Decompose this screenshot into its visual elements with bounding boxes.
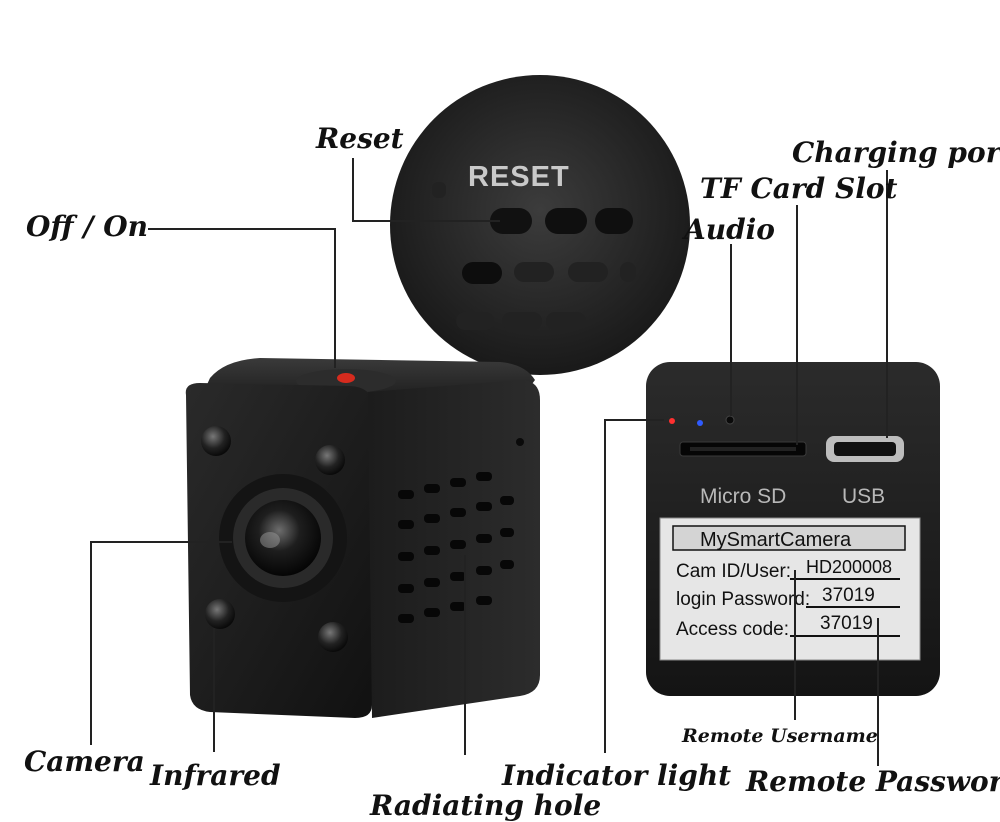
sticker-underline-2 [806,606,900,608]
label-indicator-light: Indicator light [502,759,732,792]
reset-button-text: RESET [468,161,570,193]
leader-radiating-v [464,555,466,755]
label-tf-card-slot: TF Card Slot [700,172,898,205]
leader-camera-h [90,541,232,543]
label-camera: Camera [24,745,145,778]
sticker-underline-1 [790,578,900,580]
sticker-brand: MySmartCamera [700,529,852,551]
sticker-underline-3 [790,635,900,637]
label-reset: Reset [316,122,404,155]
sticker-access-code-label: Access code: [676,619,789,640]
reset-zoom-circle [390,75,690,375]
leader-offon-v [334,228,336,368]
label-remote-username: Remote Username [682,725,878,747]
sticker-cam-id-value: HD200008 [806,557,893,577]
leader-audio-v [730,244,732,416]
leader-indicator-h [604,419,664,421]
micro-sd-text: Micro SD [700,485,787,508]
sticker-cam-id-label: Cam ID/User: [676,561,792,582]
leader-tfcard-v [796,205,798,445]
leader-infrared-v [213,628,215,752]
label-audio: Audio [684,213,775,246]
usb-text: USB [842,485,886,508]
leader-camera-v [90,541,92,745]
leader-reset-h [352,220,500,222]
leader-password-v [877,618,879,766]
leader-offon-h [148,228,334,230]
label-infrared: Infrared [150,759,281,792]
leader-charging-v [886,170,888,438]
leader-username-v [794,570,796,720]
label-remote-password: Remote Password [746,765,1000,798]
label-radiating-hole: Radiating hole [370,789,602,822]
label-charging-port: Charging port [792,136,1000,169]
label-off-on: Off / On [26,210,149,243]
leader-reset-v [352,158,354,220]
sticker-login-password-value: 37019 [822,585,875,606]
camera-cube [185,358,540,718]
sticker-login-password-label: login Password: [676,589,811,610]
leader-indicator-v [604,419,606,753]
sticker-access-code-value: 37019 [820,613,873,634]
